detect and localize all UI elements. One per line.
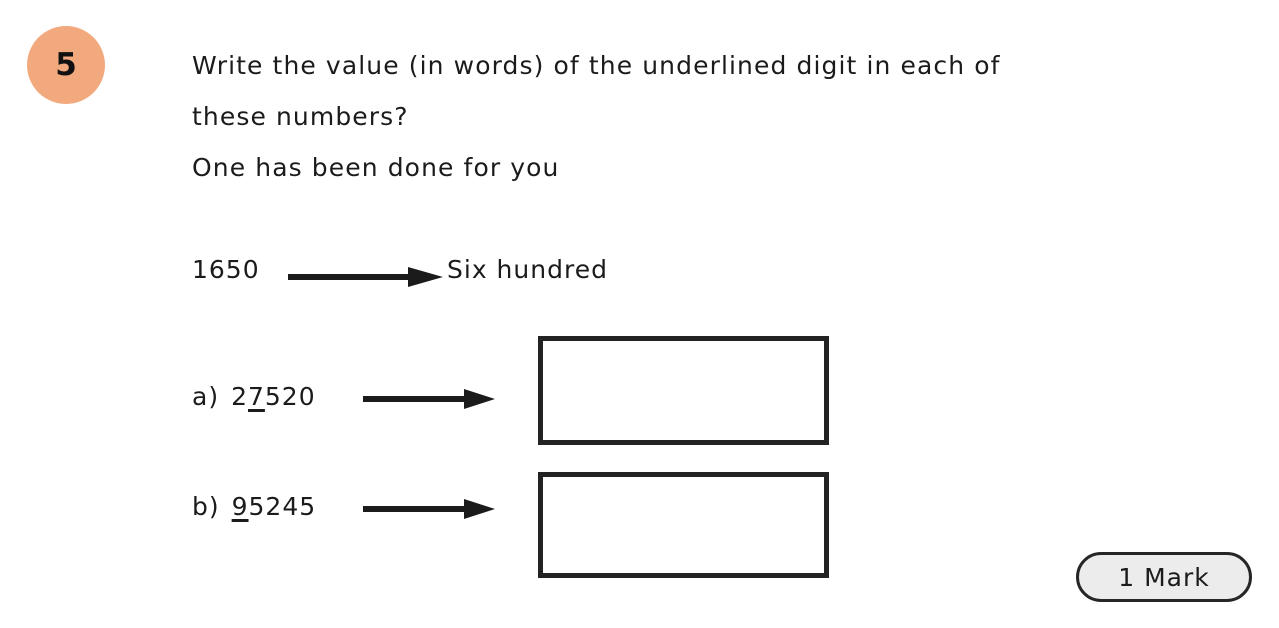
prompt-line-3: One has been done for you [192,153,560,182]
part-b-number-underlined: 9 [231,492,249,521]
example-number: 1650 [192,255,260,284]
marks-label: 1 Mark [1118,562,1210,592]
part-a-row: a) 27520 [192,382,316,411]
part-b-row: b) 95245 [192,492,316,521]
prompt-line-2: these numbers? [192,102,409,131]
right-arrow-icon-part-b [363,499,495,519]
question-number-text: 5 [55,46,77,83]
part-a-number-underlined: 7 [247,382,265,411]
right-arrow-icon-part-a [363,389,495,409]
example-answer-row: Six hundred [447,255,608,284]
prompt-line-1: Write the value (in words) of the underl… [192,51,1001,80]
example-row: 1650 [192,255,260,284]
part-b-number-after: 5245 [248,492,317,521]
part-a-number-before: 2 [231,382,248,411]
part-b-number: 95245 [232,492,317,521]
part-a-label: a) [192,382,220,411]
answer-box-part-a[interactable] [538,336,829,445]
question-prompt: Write the value (in words) of the underl… [192,40,1182,193]
question-number-badge: 5 [27,26,105,104]
example-answer-text: Six hundred [447,255,608,284]
part-a-number-after: 520 [264,382,316,411]
part-a-number: 27520 [231,382,316,411]
marks-badge: 1 Mark [1076,552,1252,602]
part-b-label: b) [192,492,220,521]
right-arrow-icon-example [288,267,443,287]
answer-box-part-b[interactable] [538,472,829,578]
